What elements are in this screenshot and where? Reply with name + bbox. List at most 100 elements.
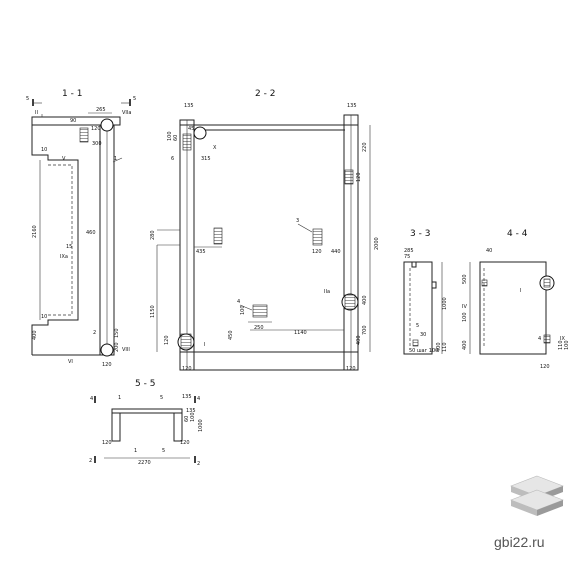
dim-30: 30 <box>420 332 426 338</box>
dim-460: 460 <box>86 230 96 236</box>
leg-left-5-5 <box>111 412 121 442</box>
dim-1140: 1140 <box>294 330 307 336</box>
node-IXa: IXа <box>60 254 68 260</box>
dim-120: 120 <box>102 362 112 368</box>
section-4-4-body <box>479 261 547 355</box>
brand-logo-icon <box>510 475 564 516</box>
dim-15: 15 <box>66 244 72 250</box>
section-3-3-body <box>403 261 433 355</box>
dim-315: 315 <box>201 156 211 162</box>
dim-1000: 1000 <box>442 297 448 310</box>
dim-400-right: 400 <box>362 295 368 305</box>
dim-60-5-5: 60 <box>184 416 190 422</box>
hatch-3-3 <box>412 339 419 347</box>
dim-2160: 2160 <box>32 225 38 238</box>
hatch-4-4-a <box>543 278 551 288</box>
dim-120-5-5-b: 120 <box>180 440 190 446</box>
part-4-2-2: 4 <box>237 299 240 305</box>
part-5-bottom: 5 <box>162 448 165 454</box>
dim-450: 450 <box>228 330 234 340</box>
dim-110-4-4: 110 <box>558 340 564 350</box>
node-V: V <box>62 156 66 162</box>
hatch-2-2 <box>344 169 354 185</box>
dim-440: 440 <box>331 249 341 255</box>
dim-135-right: 135 <box>347 103 357 109</box>
hatch-2-5 <box>344 294 356 310</box>
hatch-2-4 <box>312 228 323 246</box>
hatch-2-1 <box>182 133 192 151</box>
section-title-2-2: 2 - 2 <box>255 89 275 99</box>
dim-135-5-5-a: 135 <box>182 394 192 400</box>
section-5-5: 5 - 5 4 4 1 5 135 135 60 100 1000 120 12… <box>89 379 204 467</box>
section-1-1: 1 - 1 5 5 II VIIа 265 10 V 2160 IXа 15 1… <box>26 89 136 368</box>
dim-435: 435 <box>196 249 206 255</box>
dim-100-bottom: 100 <box>240 305 246 315</box>
dim-120-5-5-a: 120 <box>102 440 112 446</box>
dim-280: 280 <box>150 230 156 240</box>
node-VIII: VIII <box>122 347 130 353</box>
crossbar-5-5 <box>111 408 183 414</box>
dim-10-bottom: 10 <box>41 314 47 320</box>
dim-135-left: 135 <box>184 103 194 109</box>
dim-220: 220 <box>362 142 368 152</box>
node-X: X <box>213 145 217 151</box>
dim-400-bottom: 400 <box>356 335 362 345</box>
dim-1000-5-5: 1000 <box>198 419 204 432</box>
cut-mark-2-left: 2 <box>89 458 92 464</box>
dim-400-4-4: 400 <box>462 340 468 350</box>
section-title-3-3: 3 - 3 <box>410 229 430 239</box>
part-6: 6 <box>171 156 174 162</box>
dim-120-foot-right: 120 <box>346 366 356 372</box>
node-IX: IX <box>560 336 565 342</box>
node-II: II <box>35 110 38 116</box>
node-X-circle <box>193 126 207 140</box>
hatch-block-1 <box>79 127 89 143</box>
node-VIIa: VIIа <box>122 110 131 116</box>
dim-120-4-4: 120 <box>540 364 550 370</box>
dim-200: 200 <box>114 342 120 352</box>
dim-110-3-3: 110 <box>442 342 448 352</box>
dim-400: 400 <box>32 330 38 340</box>
part-5-5-5: 5 <box>160 395 163 401</box>
part-5-3-3: 5 <box>416 323 419 329</box>
section-title-4-4: 4 - 4 <box>507 229 528 239</box>
part-1: 1 <box>114 156 117 162</box>
dim-120-left-bottom: 120 <box>164 335 170 345</box>
slot-3-3 <box>411 261 417 268</box>
hatch-2-3 <box>213 227 223 245</box>
hatch-2-7 <box>180 333 192 349</box>
hatch-4-4-c <box>543 334 551 344</box>
dim-100: 100 <box>167 131 173 141</box>
cut-mark-2-right: 2 <box>197 461 200 467</box>
section-title-5-5: 5 - 5 <box>135 379 155 389</box>
brand-site-text[interactable]: gbi22.ru <box>494 534 545 550</box>
dim-700: 700 <box>362 325 368 335</box>
dim-150: 150 <box>114 328 120 338</box>
section-3-3: 3 - 3 285 75 1000 400 110 5 30 50 шаг 10… <box>403 229 448 355</box>
dim-120-mid: 120 <box>312 249 322 255</box>
label-step: 50 шаг 100 <box>409 348 438 354</box>
dim-10-top: 10 <box>41 147 47 153</box>
top-channel <box>31 116 121 126</box>
dim-2270: 2270 <box>138 460 151 466</box>
dim-100b-4-4: 100 <box>564 340 570 350</box>
dim-400-3-3: 400 <box>436 342 442 352</box>
cut-mark-4-right: 4 <box>197 396 200 402</box>
dim-135-5-5-b: 135 <box>186 408 196 414</box>
dim-120-foot-left: 120 <box>182 366 192 372</box>
dim-300: 300 <box>92 141 102 147</box>
dim-90: 90 <box>70 118 76 124</box>
dim-40-4-4: 40 <box>486 248 492 254</box>
dim-265: 265 <box>96 107 106 113</box>
node-VI: VI <box>68 359 73 365</box>
node-circle-bottom <box>100 343 114 357</box>
cut-mark-1-bottom: 1 <box>134 448 137 454</box>
part-2: 2 <box>93 330 96 336</box>
dim-250: 250 <box>254 325 264 331</box>
node-I-2-2: I <box>204 342 205 348</box>
node-I-4-4: I <box>520 288 521 294</box>
cut-mark-1-left-5: 1 <box>118 395 121 401</box>
dim-500: 500 <box>462 274 468 284</box>
section-2-2: 2 - 2 135 135 X 100 60 6 315 45 120 220 … <box>150 89 380 372</box>
